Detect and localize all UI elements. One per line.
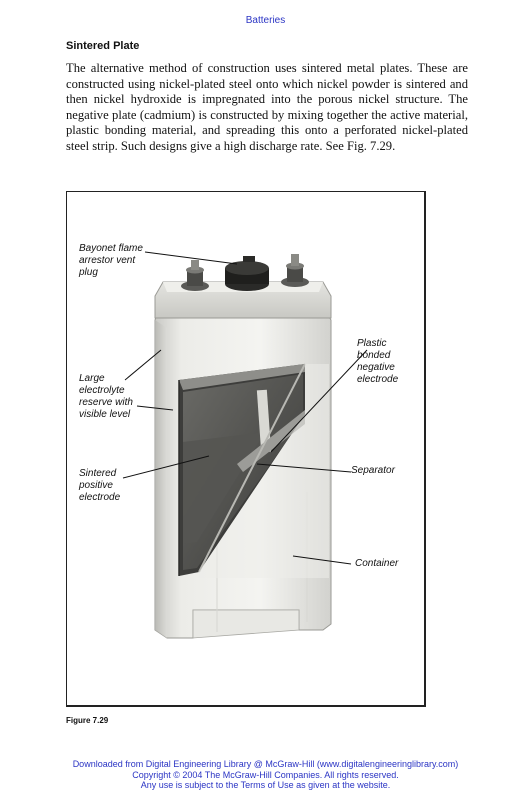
running-head: Batteries <box>245 15 286 26</box>
leader-positive-electrode <box>122 455 210 479</box>
footer-terms: Any use is subject to the Terms of Use a… <box>140 780 391 790</box>
leader-separator <box>256 463 352 473</box>
leader-vent-plug <box>144 251 238 265</box>
figure-caption: Figure 7.29 <box>66 716 109 725</box>
label-vent-plug: Bayonet flame arrestor vent plug <box>79 243 143 278</box>
leader-lines <box>122 251 368 565</box>
leader-electrolyte-level <box>136 405 174 411</box>
leader-electrolyte-reserve <box>124 349 162 381</box>
label-positive-electrode: Sintered positive electrode <box>79 468 121 503</box>
positive-terminal <box>281 254 309 287</box>
vent-plug <box>225 256 269 291</box>
body-paragraph: The alternative method of construction u… <box>66 61 468 153</box>
section-heading: Sintered Plate <box>66 40 140 52</box>
negative-terminal <box>181 260 209 291</box>
figure-battery-cutaway: Bayonet flame arrestor vent plug Plastic… <box>66 191 426 707</box>
footer-copyright: Copyright © 2004 The McGraw-Hill Compani… <box>132 769 399 780</box>
page-footer: Downloaded from Digital Engineering Libr… <box>0 759 531 791</box>
label-negative-electrode: Plastic bonded negative electrode <box>357 338 399 385</box>
cutaway-window <box>178 363 329 578</box>
battery-illustration <box>122 251 368 639</box>
leader-negative-electrode <box>270 349 368 453</box>
label-container: Container <box>355 558 399 569</box>
label-electrolyte-reserve: Large electrolyte reserve with visible l… <box>79 373 133 420</box>
label-separator: Separator <box>351 465 395 476</box>
leader-container <box>292 555 352 565</box>
footer-download-link[interactable]: Downloaded from Digital Engineering Libr… <box>72 759 459 769</box>
